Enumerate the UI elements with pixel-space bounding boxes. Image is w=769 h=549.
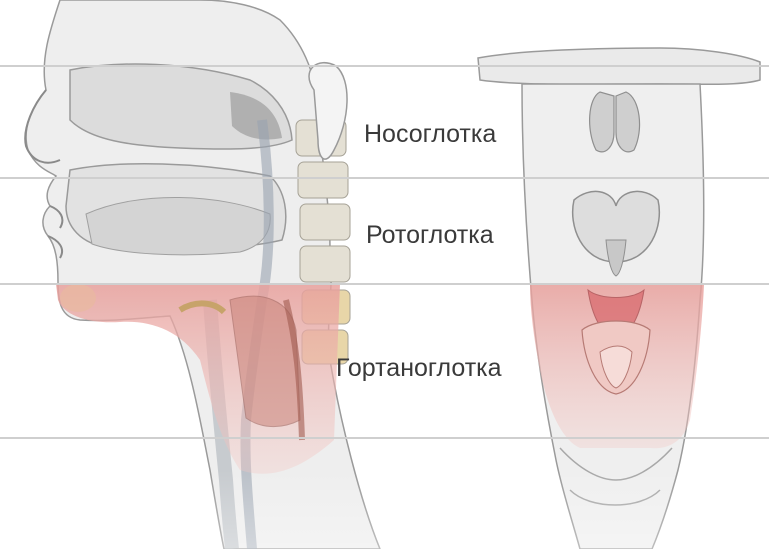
sagittal-head-section <box>25 0 380 549</box>
tongue <box>86 197 270 254</box>
chin-highlight <box>60 284 96 312</box>
label-oropharynx: Ротоглотка <box>366 221 494 250</box>
label-nasopharynx: Носоглотка <box>364 120 496 149</box>
label-laryngopharynx: Гортаноглотка <box>336 354 502 383</box>
bottom-fade <box>0 470 769 549</box>
